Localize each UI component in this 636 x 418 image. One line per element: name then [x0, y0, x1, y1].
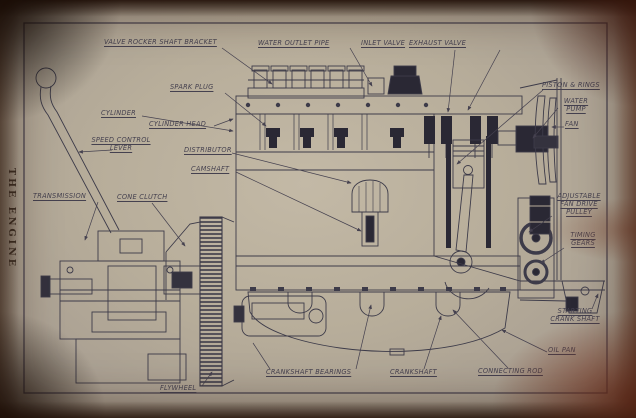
label-starting-crank-shaft: STARTING CRANK SHAFT — [550, 307, 600, 324]
label-speed-control-lever: SPEED CONTROL LEVER — [91, 136, 151, 153]
label-camshaft: CAMSHAFT — [191, 165, 230, 173]
label-valve-rocker-shaft-bracket: VALVE ROCKER SHAFT BRACKET — [104, 38, 217, 46]
page-side-title: THE ENGINE — [6, 168, 17, 269]
label-inlet-valve: INLET VALVE — [361, 39, 406, 47]
label-connecting-rod: CONNECTING ROD — [478, 367, 543, 375]
label-oil-pan: OIL PAN — [548, 346, 576, 354]
label-water-pump: WATER PUMP — [563, 97, 589, 114]
label-timing-gears: TIMING GEARS — [570, 231, 596, 248]
label-distributor: DISTRIBUTOR — [184, 146, 232, 154]
label-fan: FAN — [565, 120, 579, 128]
label-cylinder-head: CYLINDER HEAD — [149, 120, 207, 128]
label-piston-and-rings: PISTON & RINGS — [542, 81, 600, 89]
label-leaders — [78, 47, 599, 387]
label-adjustable-fan-drive-pulley: ADJUSTABLE FAN DRIVE PULLEY — [557, 192, 601, 217]
label-water-outlet-pipe: WATER OUTLET PIPE — [258, 39, 330, 47]
label-exhaust-valve: EXHAUST VALVE — [409, 39, 466, 47]
label-crankshaft: CRANKSHAFT — [390, 368, 437, 376]
label-cylinder: CYLINDER — [101, 109, 137, 117]
label-crankshaft-bearings: CRANKSHAFT BEARINGS — [266, 368, 352, 376]
label-flywheel: FLYWHEEL — [160, 384, 197, 392]
figure-frame — [23, 22, 608, 394]
label-cone-clutch: CONE CLUTCH — [117, 193, 168, 201]
label-transmission: TRANSMISSION — [33, 192, 87, 200]
label-spark-plug: SPARK PLUG — [170, 83, 214, 91]
